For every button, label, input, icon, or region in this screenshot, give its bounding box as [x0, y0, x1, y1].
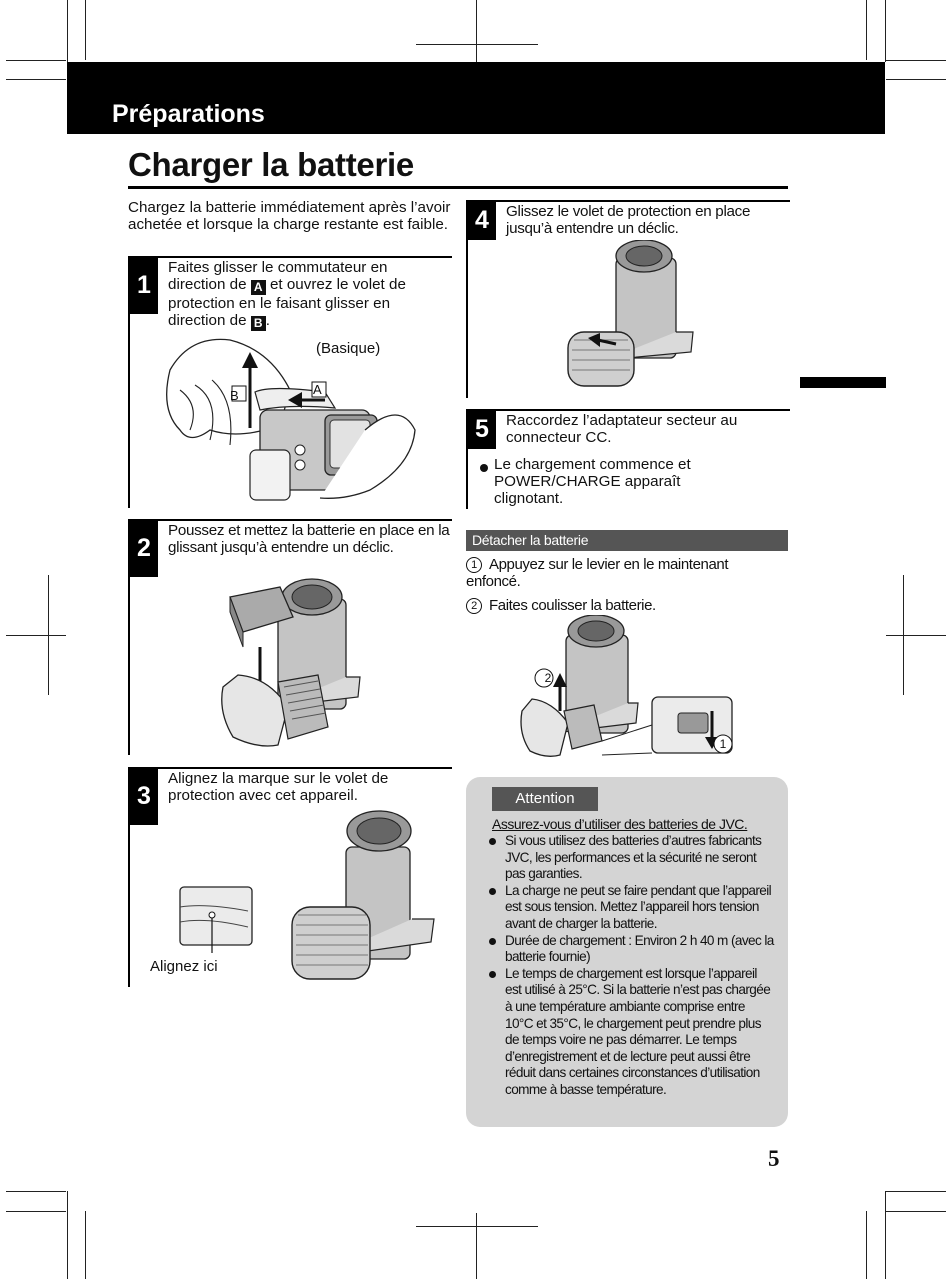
crop-mark [885, 0, 886, 62]
attention-item: La charge ne peut se faire pendant que l… [488, 883, 776, 933]
page-number: 5 [768, 1146, 780, 1171]
step-number: 3 [130, 767, 158, 825]
attention-item: Le temps de chargement est lorsque l’app… [488, 966, 776, 1099]
step-number: 2 [130, 519, 158, 577]
bullet-dot [480, 464, 488, 472]
step-text: Faites glisser le commutateur en directi… [168, 259, 406, 331]
bullet-dot [489, 838, 496, 845]
step-number: 4 [468, 200, 496, 240]
step-text: Glissez le volet de protection en place … [506, 203, 751, 237]
detach-battery-heading: Détacher la batterie [466, 530, 788, 551]
crop-mark [886, 635, 946, 636]
step-circle-number: 2 [466, 598, 482, 614]
align-mark-illustration [179, 810, 435, 980]
crop-mark [416, 1226, 538, 1227]
marker-b-label: B [230, 388, 239, 403]
step-5: 5 Raccordez l’adaptateur secteur au conn… [466, 409, 790, 509]
open-cover-illustration [166, 338, 416, 501]
step-text: Poussez et mettez la batterie en place e… [168, 522, 450, 556]
attention-box [466, 777, 788, 1127]
crop-mark [886, 1211, 946, 1212]
bullet-dot [489, 970, 496, 978]
step-rule [468, 409, 790, 411]
step-4: 4 Glissez le volet de protection en plac… [466, 200, 790, 398]
step-circle-number: 1 [466, 557, 482, 573]
marker-a-badge: A [250, 280, 266, 295]
step-rule [130, 256, 452, 258]
attention-label: Attention [492, 787, 598, 811]
step-text: Raccordez l’adaptateur secteur au connec… [506, 412, 738, 446]
crop-mark [6, 1191, 66, 1192]
crop-mark [67, 0, 68, 62]
step-3: 3 Alignez la marque sur le volet de prot… [128, 767, 452, 987]
crop-mark [886, 60, 946, 61]
step-rule [130, 767, 452, 769]
intro-text: Chargez la batterie immédiatement après … [128, 199, 451, 233]
step-1: 1 Faites glisser le commutateur en direc… [128, 256, 452, 508]
align-caption: Alignez ici [150, 958, 218, 975]
crop-mark [866, 0, 867, 60]
bullet-dot [489, 887, 496, 895]
crop-mark [885, 1191, 886, 1279]
bullet-dot [489, 937, 496, 945]
marker-b-badge: B [250, 316, 266, 331]
detach-battery-illustration [520, 615, 733, 757]
crop-mark [476, 1213, 477, 1279]
crop-mark [67, 1191, 68, 1279]
crop-mark [866, 1211, 867, 1279]
attention-list: Si vous utilisez des batteries d’autres … [488, 833, 776, 1099]
crop-mark [85, 0, 86, 60]
callout-2-label: 2 [544, 671, 552, 685]
close-cover-illustration [567, 240, 694, 387]
section-tab-marker [800, 377, 886, 388]
crop-mark [85, 1211, 86, 1279]
crop-mark [886, 1191, 946, 1192]
crop-mark [6, 1211, 66, 1212]
marker-a-label: A [313, 382, 322, 397]
attention-item: Durée de chargement : Environ 2 h 40 m (… [488, 933, 776, 966]
crop-mark [6, 60, 66, 61]
crop-mark [886, 79, 946, 80]
crop-mark [416, 44, 538, 45]
title-rule [128, 186, 788, 189]
attention-heading: Assurez-vous d’utiliser des batteries de… [492, 816, 748, 832]
callout-1-label: 1 [719, 737, 727, 751]
step-rule [130, 519, 452, 521]
crop-mark [6, 635, 66, 636]
step-number: 5 [468, 409, 496, 449]
step-text: Alignez la marque sur le volet de protec… [168, 770, 389, 804]
step-2: 2 Poussez et mettez la batterie en place… [128, 519, 452, 755]
attention-item: Si vous utilisez des batteries d’autres … [488, 833, 776, 883]
insert-battery-illustration [221, 578, 361, 747]
step-5-note: Le chargement commence et POWER/CHARGE a… [494, 456, 691, 507]
crop-mark [476, 0, 477, 62]
page-title: Charger la batterie [128, 146, 414, 183]
header-band [67, 62, 885, 134]
basic-caption: (Basique) [316, 340, 381, 357]
crop-mark [6, 79, 66, 80]
step-rule [468, 200, 790, 202]
step-number: 1 [130, 256, 158, 314]
section-title: Préparations [112, 100, 265, 128]
